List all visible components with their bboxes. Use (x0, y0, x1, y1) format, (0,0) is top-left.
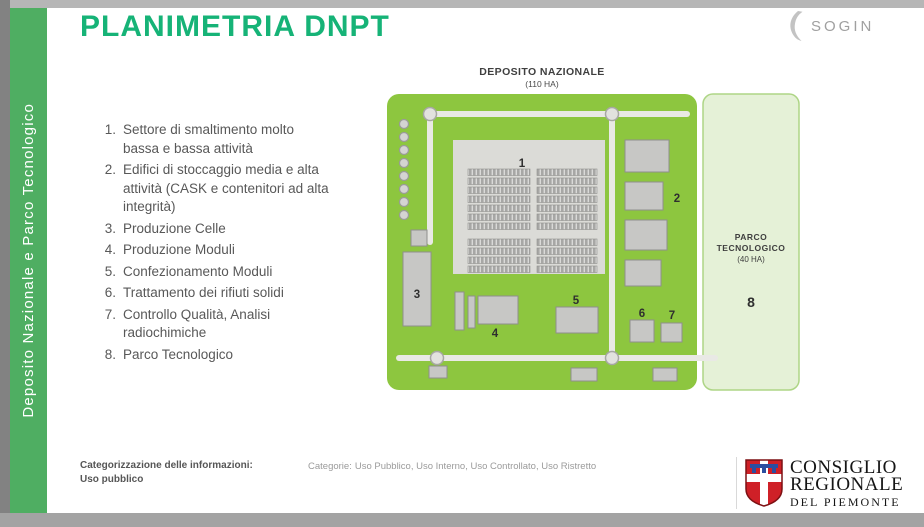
classification-label: Categorizzazione delle informazioni: (80, 460, 253, 471)
sogin-logo: SOGIN (786, 10, 874, 42)
building-trattamento-rifiuti (629, 319, 655, 343)
building-produzione-celle (402, 251, 432, 327)
legend-item-number: 7. (104, 306, 116, 322)
legend-item-label: Produzione Celle (123, 220, 226, 236)
footer-divider (736, 457, 737, 509)
legend-item: 8. Parco Tecnologico (98, 346, 336, 365)
sogin-leaf-icon (790, 11, 803, 41)
consiglio-regionale-logo: CONSIGLIO REGIONALE DEL PIEMONTE (744, 457, 904, 510)
marker-1: 1 (519, 158, 526, 170)
parco-tecnologico-area (702, 93, 800, 391)
legend-item: 2. Edifici di stoccaggio media e alta at… (98, 161, 336, 217)
legend-item: 1. Settore di smaltimento molto bassa e … (98, 121, 336, 158)
legend-item: 7. Controllo Qualità, Analisi radiochimi… (98, 306, 336, 343)
auxiliary-building (410, 229, 428, 247)
marker-2: 2 (674, 193, 680, 205)
service-building-c (652, 367, 678, 382)
org-line2: REGIONALE (790, 474, 904, 495)
storage-building-d (624, 259, 662, 287)
site-map: 1 2 3 4 5 6 7 8 PARCO TECNOLOGICO (40 HA… (387, 93, 800, 391)
legend-item-number: 1. (104, 122, 116, 137)
vertical-banner-label: Deposito Nazionale e Parco Tecnologico (20, 103, 37, 418)
service-building-b (570, 367, 598, 382)
marker-3: 3 (414, 289, 420, 301)
parco-title-line1: PARCO (735, 232, 768, 242)
storage-building-a (624, 139, 670, 173)
legend-item-number: 8. (104, 346, 116, 362)
legend-item-number: 4. (104, 242, 116, 257)
map-markers: 1 2 3 4 5 6 7 8 (414, 158, 755, 340)
categories-label: Categorie: (308, 461, 352, 472)
deposito-area-label: (110 HA) (525, 79, 559, 89)
vertical-banner: Deposito Nazionale e Parco Tecnologico (10, 8, 47, 513)
legend-item-label: Settore di smaltimento molto bassa e bas… (123, 122, 295, 156)
building-produzione-moduli-c (477, 295, 519, 325)
classification-block: Categorizzazione delle informazioni: Uso… (80, 459, 253, 487)
parco-title-line2: TECNOLOGICO (717, 243, 786, 253)
building-produzione-moduli-b (467, 295, 476, 329)
legend-item-label: Produzione Moduli (123, 242, 235, 257)
legend-item-number: 6. (104, 285, 116, 300)
building-controllo-qualita (660, 322, 683, 343)
storage-building-c (624, 219, 668, 251)
legend-item-label: Trattamento dei rifiuti solidi (123, 285, 284, 300)
frame-left (0, 0, 10, 527)
frame-top (0, 0, 924, 8)
parco-area-label: (40 HA) (737, 255, 765, 264)
piemonte-shield-icon (745, 459, 783, 507)
classification-value: Uso pubblico (80, 474, 144, 485)
legend-item-number: 3. (104, 220, 116, 236)
legend-item-label: Edifici di stoccaggio media e alta attiv… (123, 162, 329, 214)
marker-8: 8 (747, 294, 755, 310)
page-title: PLANIMETRIA DNPT (80, 10, 390, 43)
legend-list: 1. Settore di smaltimento molto bassa e … (98, 121, 336, 367)
parco-label: PARCO TECNOLOGICO (40 HA) (717, 232, 786, 264)
legend-item-label: Controllo Qualità, Analisi radiochimiche (123, 306, 271, 341)
storage-building-b (624, 181, 664, 211)
road-nodes (422, 106, 620, 366)
site-roads (396, 111, 718, 361)
marker-7: 7 (669, 310, 675, 322)
legend-item: 6. Trattamento dei rifiuti solidi (98, 284, 336, 303)
categories-value: Uso Pubblico, Uso Interno, Uso Controlla… (354, 461, 597, 472)
disposal-cells (398, 118, 410, 221)
building-confezionamento-moduli (555, 306, 599, 334)
org-line3: DEL PIEMONTE (790, 495, 901, 509)
marker-6: 6 (639, 308, 645, 320)
categories-line: Categorie:Uso Pubblico, Uso Interno, Uso… (308, 461, 596, 472)
marker-4: 4 (492, 328, 499, 340)
marker-5: 5 (573, 295, 580, 307)
legend-item-label: Parco Tecnologico (123, 346, 234, 362)
org-name: CONSIGLIO REGIONALE DEL PIEMONTE (790, 457, 904, 510)
legend-item: 4. Produzione Moduli (98, 241, 336, 260)
site-buildings (402, 139, 683, 382)
sogin-logo-text: SOGIN (811, 17, 875, 35)
map-header: DEPOSITO NAZIONALE (110 HA) (442, 66, 642, 89)
service-building-a (428, 365, 448, 379)
module-rows (467, 168, 598, 273)
deposito-title: DEPOSITO NAZIONALE (479, 66, 605, 78)
legend-item: 5. Confezionamento Moduli (98, 263, 336, 282)
org-line1: CONSIGLIO (790, 457, 897, 478)
legend-item-label: Confezionamento Moduli (123, 263, 273, 279)
frame-bottom (0, 513, 924, 527)
legend-item: 3. Produzione Celle (98, 220, 336, 239)
legend-item-number: 2. (104, 162, 116, 177)
building-produzione-moduli-a (454, 291, 465, 331)
legend-item-number: 5. (104, 263, 116, 279)
